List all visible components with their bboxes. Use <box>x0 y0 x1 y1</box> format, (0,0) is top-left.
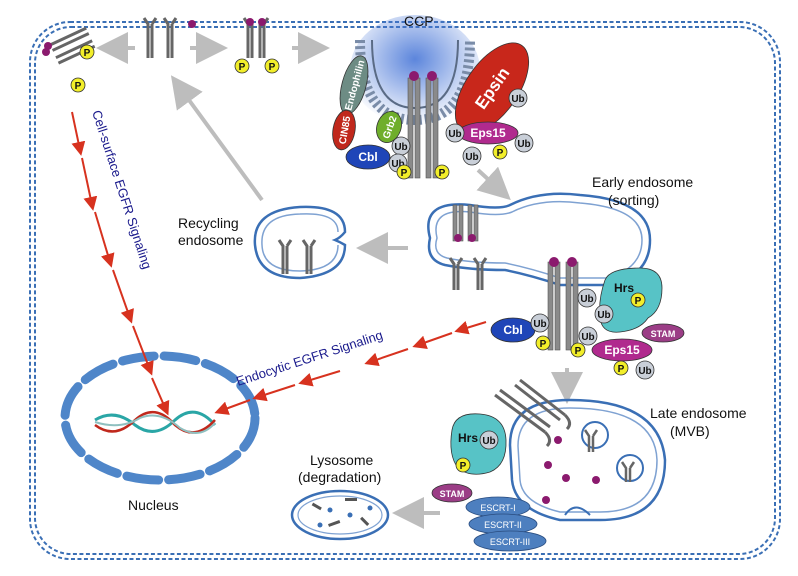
svg-text:P: P <box>575 346 582 357</box>
early-endosome-receptors <box>448 204 488 290</box>
ub-tags-early: Ub Ub Ub Ub Ub <box>530 288 655 380</box>
p-tags-ccp: P P P <box>396 144 508 180</box>
recycling-endosome-label: Recycling <box>178 215 239 231</box>
lysosome-sublabel: (degradation) <box>298 469 381 485</box>
p-tags-early: P P P P <box>535 292 646 376</box>
nucleus <box>60 351 260 485</box>
stam-late: STAM <box>431 483 473 503</box>
surface-receptor-unbound <box>142 17 196 58</box>
p-site: P P <box>234 58 280 74</box>
cbl-early: Cbl <box>490 317 536 343</box>
cell-surface-signaling-arrows <box>71 111 170 416</box>
ub-tag-late: Ub <box>479 430 499 450</box>
cin85: CIN85 <box>332 109 356 151</box>
recycling-endosome <box>253 205 347 280</box>
ccp-receptor-dimer <box>407 71 439 179</box>
eps15-ccp: Eps15 <box>457 121 519 145</box>
svg-text:P: P <box>460 461 467 472</box>
svg-text:Ub: Ub <box>638 366 651 377</box>
svg-text:Ub: Ub <box>511 94 524 105</box>
svg-text:Ub: Ub <box>517 139 530 150</box>
stam-early: STAM <box>641 323 685 343</box>
p-tag-late: P <box>455 457 471 473</box>
epsin: Epsin <box>454 42 530 134</box>
svg-text:P: P <box>84 48 91 59</box>
svg-text:ESCRT-II: ESCRT-II <box>484 520 522 530</box>
late-endosome-sublabel: (MVB) <box>670 423 710 439</box>
intraluminal-vesicles <box>542 421 644 516</box>
svg-text:ESCRT-I: ESCRT-I <box>480 503 515 513</box>
svg-text:P: P <box>635 296 642 307</box>
late-endosome-mvb <box>508 398 667 522</box>
svg-text:Cbl: Cbl <box>358 150 377 164</box>
early-endosome <box>427 192 652 287</box>
eps15-early: Eps15 <box>591 338 653 362</box>
surface-receptor-dimer <box>242 17 270 58</box>
mvb-receptors <box>494 378 572 448</box>
recycling-receptors <box>277 239 317 274</box>
early-endosome-sublabel: (sorting) <box>608 192 659 208</box>
svg-text:Cbl: Cbl <box>503 323 522 337</box>
svg-text:Eps15: Eps15 <box>470 126 506 140</box>
early-endosome-label: Early endosome <box>592 174 693 190</box>
late-endosome-label: Late endosome <box>650 405 747 421</box>
sorting-receptor-dimer <box>547 257 579 351</box>
cell-surface-signaling-label: Cell-surface EGFR Signaling <box>89 108 155 271</box>
svg-text:P: P <box>239 62 246 73</box>
grb2: Grb2 <box>376 111 402 143</box>
endocytic-signaling-arrows <box>214 320 487 415</box>
svg-text:P: P <box>75 81 82 92</box>
svg-text:STAM: STAM <box>440 489 465 499</box>
lysosome-label: Lysosome <box>310 452 374 468</box>
svg-text:Ub: Ub <box>465 152 478 163</box>
svg-text:Ub: Ub <box>391 159 404 170</box>
svg-text:Ub: Ub <box>482 436 495 447</box>
svg-text:P: P <box>618 364 625 375</box>
svg-text:Eps15: Eps15 <box>604 343 640 357</box>
ub-tags-ccp: Ub Ub Ub Ub Ub Ub <box>388 88 534 173</box>
svg-text:P: P <box>439 168 446 179</box>
svg-text:P: P <box>401 168 408 179</box>
escrt-complexes: ESCRT-I ESCRT-II ESCRT-III <box>465 496 547 552</box>
svg-text:ESCRT-III: ESCRT-III <box>490 537 530 547</box>
svg-text:STAM: STAM <box>651 329 676 339</box>
svg-text:CIN85: CIN85 <box>338 115 354 145</box>
ccp-label: CCP <box>404 13 434 29</box>
svg-text:P: P <box>540 339 547 350</box>
svg-text:Hrs: Hrs <box>458 431 478 445</box>
svg-text:Hrs: Hrs <box>614 281 634 295</box>
svg-text:Ub: Ub <box>581 332 594 343</box>
svg-text:Ub: Ub <box>448 129 461 140</box>
cbl-ccp: Cbl <box>345 144 391 170</box>
nucleus-label: Nucleus <box>128 497 179 513</box>
lysosome <box>290 489 390 541</box>
recycling-endosome-sublabel: endosome <box>178 232 244 248</box>
svg-text:Ub: Ub <box>597 310 610 321</box>
svg-text:Ub: Ub <box>533 319 546 330</box>
svg-text:Ub: Ub <box>580 294 593 305</box>
svg-text:P: P <box>269 62 276 73</box>
svg-text:Ub: Ub <box>394 142 407 153</box>
svg-text:P: P <box>497 148 504 159</box>
